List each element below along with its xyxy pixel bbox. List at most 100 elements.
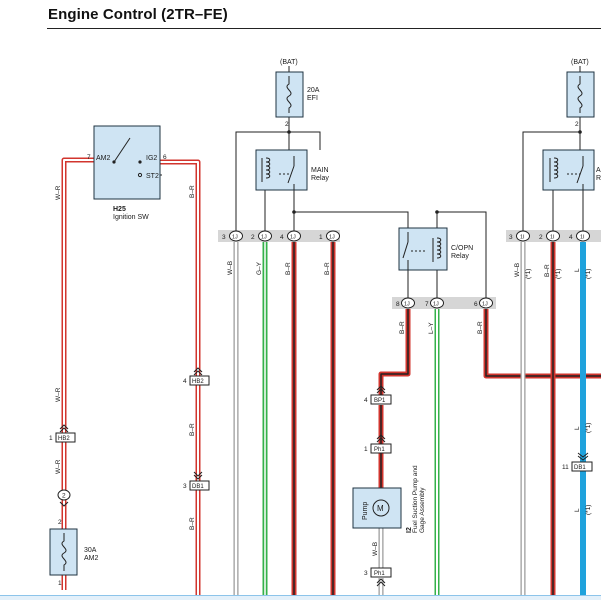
fuel-pump-name-1: Fuel Suction Pump and <box>412 465 419 533</box>
row1-pin-a: 3 <box>222 234 226 241</box>
connector-row-right <box>516 230 590 242</box>
wire-right-branch <box>522 131 580 232</box>
ignition-am2-pin: 7 <box>87 154 91 161</box>
ph1-bottom-pin: 3 <box>364 570 368 577</box>
wire-label-row1-b: G–Y <box>256 261 263 275</box>
fuse-efi-rating: 20A <box>307 87 320 94</box>
bottom-scroll-strip <box>0 595 601 600</box>
wire-label-br-upper: B–R <box>189 185 196 198</box>
right-relay <box>542 149 595 191</box>
main-relay-label: MAIN <box>311 167 329 174</box>
fuse-efi-name: EFI <box>307 95 318 102</box>
junction-dots <box>287 130 582 214</box>
fuse-right-source: (BAT) <box>571 59 589 66</box>
copn-relay <box>398 227 448 271</box>
row1-pin-b: 2 <box>251 234 255 241</box>
fuse-right-top <box>566 66 595 118</box>
wire-label-wr-lower: W–R <box>55 459 62 474</box>
fuel-pump-box-label: Pump <box>362 502 369 520</box>
right-pin-b: 2 <box>539 234 543 241</box>
connector-row1 <box>229 230 340 242</box>
ignition-st2-label: ST2 <box>146 173 159 180</box>
wire-label-right-l1: L <box>574 426 581 430</box>
fuse-am2-name: AM2 <box>84 555 99 562</box>
wire-to-copn-top <box>294 211 409 228</box>
copn-relay-sub: Relay <box>451 253 469 260</box>
wire-efi-branch-mid <box>289 131 321 150</box>
fuel-pump-name-2: Gage Assembly <box>419 487 426 533</box>
wire-efi-branch-left <box>235 131 289 232</box>
row2-pin-b: 7 <box>425 301 429 308</box>
hb2-left-pin: 1 <box>49 435 53 442</box>
wire-wr-left <box>61 157 94 590</box>
fuse-am2-rating: 30A <box>84 547 97 554</box>
ignition-name: Ignition SW <box>113 214 149 221</box>
fuse-right-pin: 2 <box>575 121 579 128</box>
fuel-pump <box>352 487 402 529</box>
row2-code-b: 1J <box>433 302 439 308</box>
inline-connectors <box>55 375 593 578</box>
wire-note-right-c: (*1) <box>585 269 592 279</box>
bp1-code: BP1 <box>374 398 386 404</box>
wire-label-row2-b: L–Y <box>428 322 435 334</box>
right-pin-c: 4 <box>569 234 573 241</box>
right-pin-a: 3 <box>509 234 513 241</box>
wire-label-br-lower: B–R <box>189 517 196 530</box>
main-relay <box>255 149 308 191</box>
right-code-a: 1I <box>520 235 525 241</box>
title-rule <box>47 28 601 29</box>
connector-strip-row1 <box>218 230 340 242</box>
wire-label-row1-a: W–B <box>227 261 234 275</box>
fuse-efi <box>275 66 304 118</box>
wire-note-right-b: (*1) <box>555 269 562 279</box>
row1-code-b: 1J <box>261 235 267 241</box>
wire-label-wr-upper: W–R <box>55 185 62 200</box>
splice-2-label: 2 <box>62 493 66 500</box>
ignition-ig2-pin: 6 <box>163 154 167 161</box>
fuse-efi-source: (BAT) <box>280 59 298 66</box>
right-code-b: 1I <box>550 235 555 241</box>
db1-mid-code: DB1 <box>192 484 204 490</box>
right-relay-label: AM <box>596 167 601 174</box>
ph1-top-pin: 1 <box>364 446 368 453</box>
ignition-am2-label: AM2 <box>96 155 111 162</box>
wire-label-row2-c: B–R <box>477 321 484 334</box>
wire-label-right-b: B–R <box>544 264 551 277</box>
hb2-mid-pin: 4 <box>183 378 187 385</box>
ph1-bottom-code: Ph1 <box>374 571 385 577</box>
row2-pin-c: 6 <box>474 301 478 308</box>
wire-label-right-c: L <box>574 268 581 272</box>
row2-code-c: 1J <box>482 302 488 308</box>
hb2-mid-code: HB2 <box>192 379 204 385</box>
wire-label-br-mid: B–R <box>189 423 196 436</box>
right-code-c: 1I <box>580 235 585 241</box>
bp1-pin: 4 <box>364 397 368 404</box>
wire-label-row1-c: B–R <box>285 262 292 275</box>
row2-code-a: 1J <box>404 302 410 308</box>
fuse-am2-pin-bottom: 1 <box>58 580 62 587</box>
hb2-left-code: HB2 <box>58 436 70 442</box>
fuse-am2 <box>49 528 78 576</box>
wire-color-labels: W–R W–R W–R B–R B–R B–R W–B G–Y B–R B–R … <box>55 185 592 556</box>
wire-label-wr-mid: W–R <box>55 387 62 402</box>
row1-pin-c: 4 <box>280 234 284 241</box>
wire-label-right-l2: L <box>574 508 581 512</box>
fuel-pump-motor-symbol: M <box>377 504 384 513</box>
wire-label-pump-ground: W–B <box>372 542 379 556</box>
ignition-code: H25 <box>113 206 126 213</box>
wire-to-pin6 <box>437 211 487 299</box>
row1-code-c: 1J <box>290 235 296 241</box>
wire-label-row1-d: B–R <box>324 262 331 275</box>
ph1-top-code: Ph1 <box>374 447 385 453</box>
row1-pin-d: 1 <box>319 234 323 241</box>
row2-pin-a: 8 <box>396 301 400 308</box>
main-relay-sub: Relay <box>311 175 329 182</box>
wire-note-right-l1: (*1) <box>585 423 592 433</box>
copn-relay-label: C/OPN <box>451 245 473 252</box>
fuse-am2-pin-top: 2 <box>58 519 62 526</box>
wire-label-right-a: W–B <box>514 263 521 277</box>
db1-mid-pin: 3 <box>183 483 187 490</box>
connector-row2 <box>401 297 493 309</box>
connector-chevrons <box>59 367 589 587</box>
